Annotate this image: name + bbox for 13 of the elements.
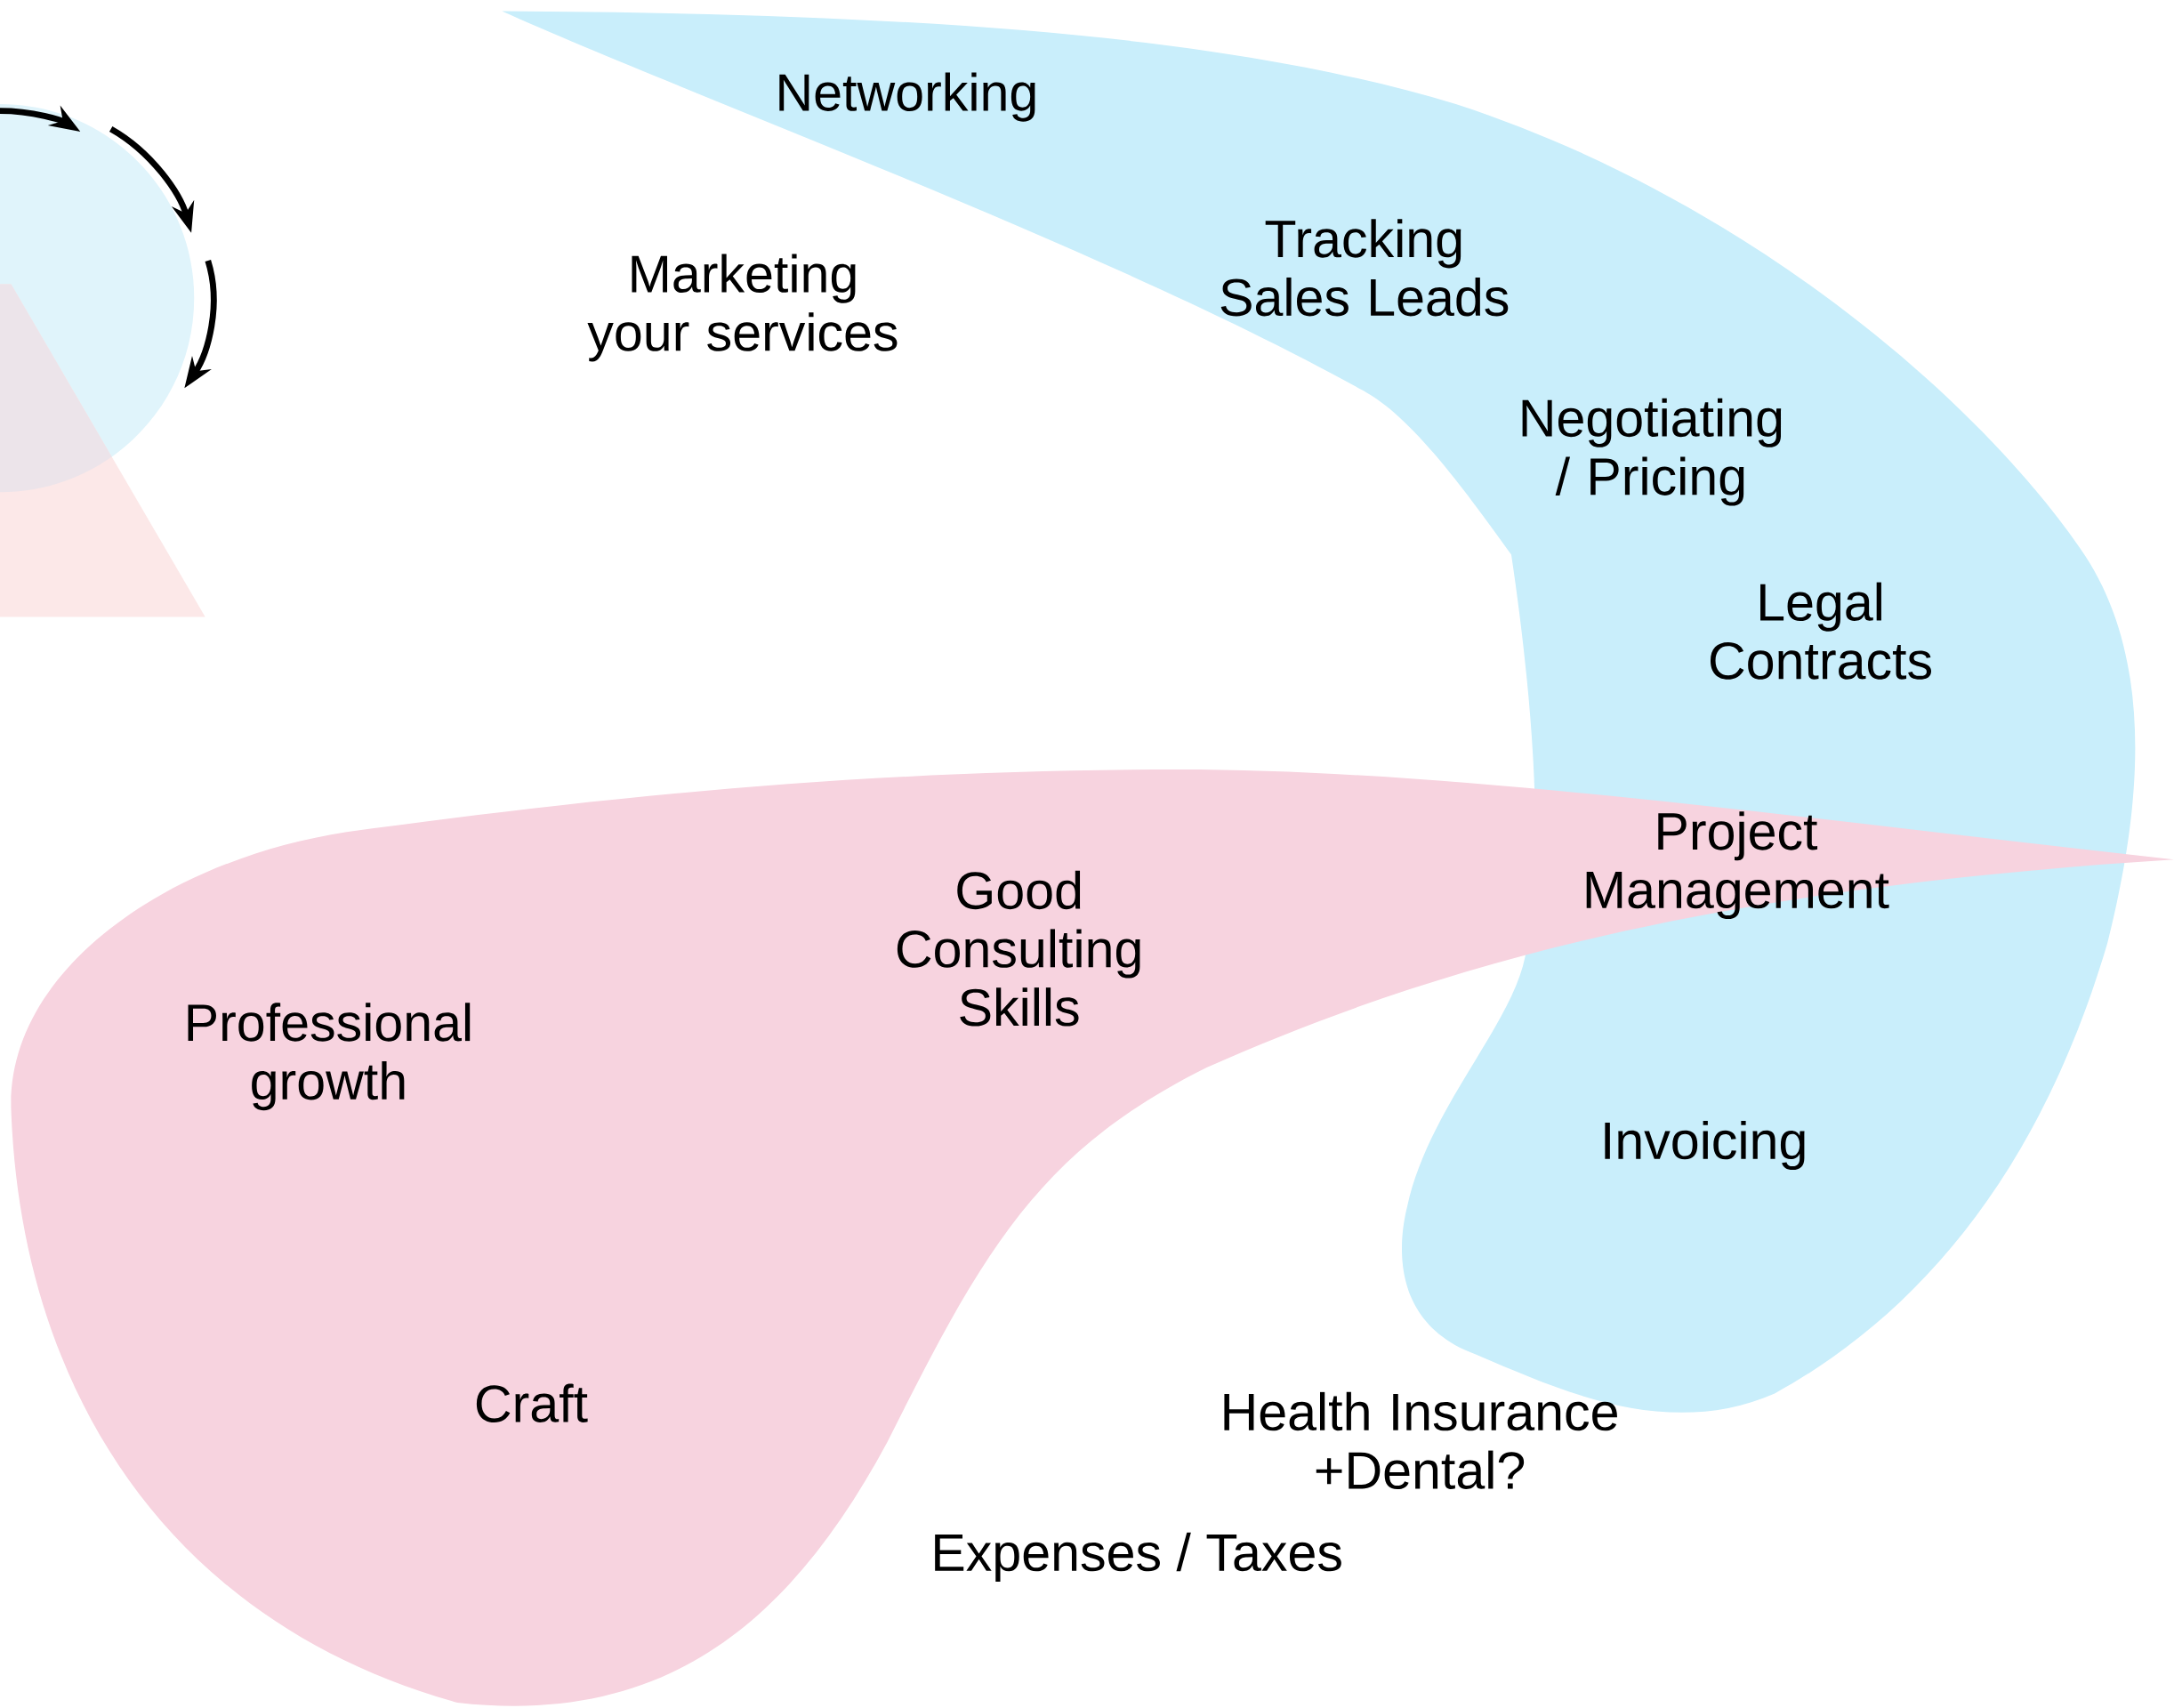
topic-label: Health Insurance +Dental?: [1224, 1391, 1617, 1489]
topic-label: Expenses / Taxes: [935, 1532, 1341, 1582]
region-label: Invoicing: [1605, 1120, 1805, 1170]
region-label: Tracking Sales Leads: [1220, 219, 1509, 317]
topic-label: Marketing your services: [587, 254, 898, 362]
region-label: Professional growth: [188, 1003, 471, 1110]
region-label: Negotiating / Pricing: [1522, 398, 1782, 506]
region-label: Networking: [779, 72, 1035, 122]
region-blob: [11, 769, 2174, 1706]
topic-label: Project Management: [1586, 811, 1889, 919]
region-label: Legal Contracts: [1710, 582, 1931, 680]
region-label: Craft: [476, 1383, 588, 1422]
region-label: Good Consulting Skills: [897, 870, 1140, 1027]
